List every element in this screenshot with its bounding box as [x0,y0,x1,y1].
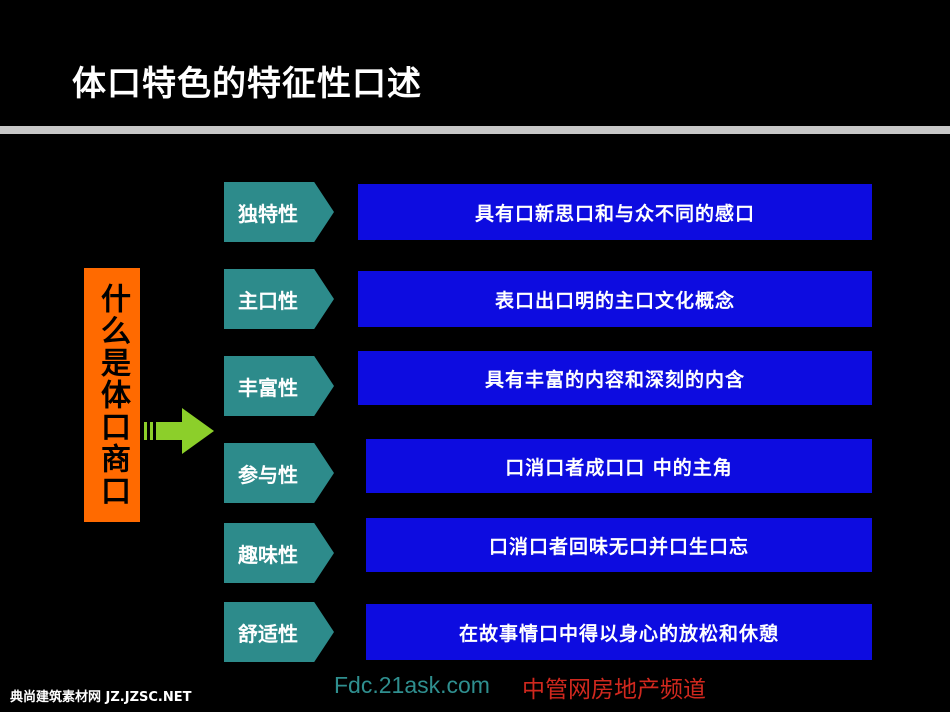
side-label: 什么是体口商口 [95,283,130,507]
desc-uniqueness: 具有口新思口和与众不同的感口 [358,184,872,240]
tag-fun: 趣味性 [224,523,334,583]
watermark-text: 典尚建筑素材网 JZ.JZSC.NET [10,690,192,705]
tag-theme: 主口性 [224,269,334,329]
tag-participation: 参与性 [224,443,334,503]
desc-fun: 口消口者回味无口并口生口忘 [366,518,872,572]
tag-richness: 丰富性 [224,356,334,416]
tag-comfort: 舒适性 [224,602,334,662]
slide-title: 体口特色的特征性口述 [72,64,422,104]
footer-link[interactable]: Fdc.21ask.com [334,672,490,698]
footer-channel: 中管网房地产频道 [522,677,706,703]
title-divider [0,126,950,134]
side-label-box: 什么是体口商口 [84,268,140,522]
desc-richness: 具有丰富的内容和深刻的内含 [358,351,872,405]
desc-theme: 表口出口明的主口文化概念 [358,271,872,327]
arrow-right-icon [144,408,214,454]
desc-participation: 口消口者成口口 中的主角 [366,439,872,493]
tag-uniqueness: 独特性 [224,182,334,242]
desc-comfort: 在故事情口中得以身心的放松和休憩 [366,604,872,660]
